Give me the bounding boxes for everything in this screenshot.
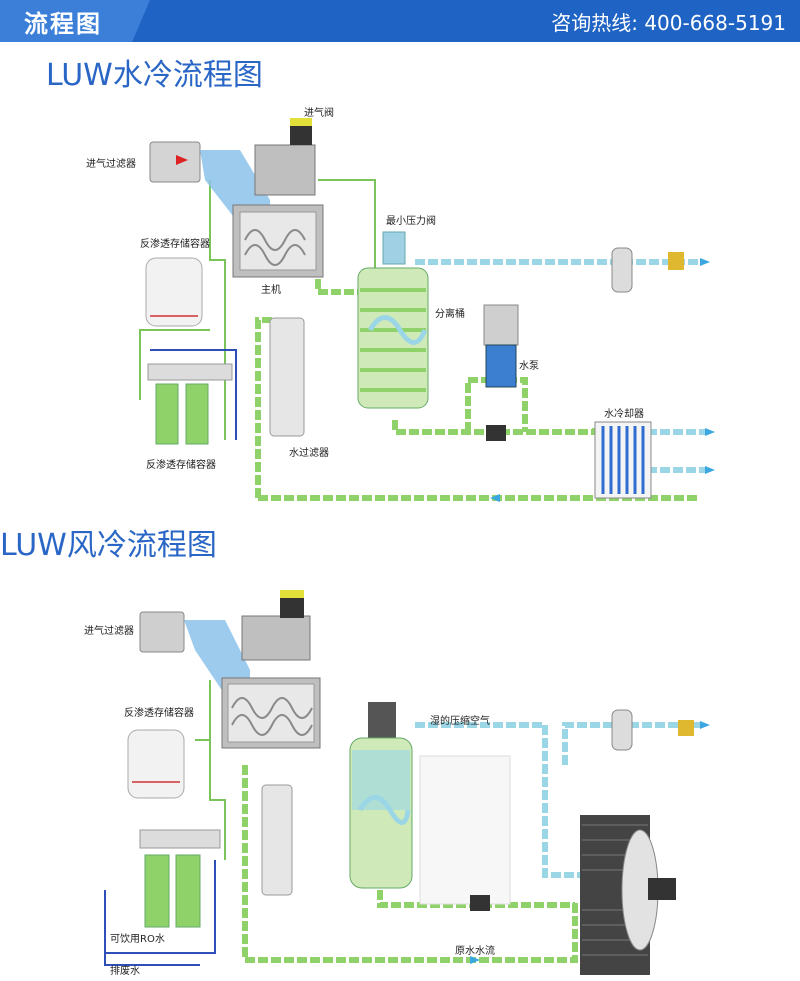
- label-water-pump: 水泵: [519, 361, 539, 372]
- label-drinkable-ro-water: 可饮用RO水: [110, 934, 165, 945]
- air-lines: [415, 259, 705, 473]
- separator-swirl-2: [357, 795, 411, 825]
- rotor-screw: [244, 229, 306, 266]
- header-tab: [0, 0, 150, 42]
- intake-valve-actuator-2: [280, 596, 304, 618]
- min-pressure-valve: [382, 231, 406, 265]
- ro-cartridge-3: [144, 854, 170, 928]
- ball-valve-2: [678, 720, 694, 736]
- header-title: 流程图: [24, 10, 102, 38]
- ball-valve: [668, 252, 684, 270]
- ro-blue-lines: [150, 349, 237, 440]
- water-filter-2: [261, 784, 293, 896]
- rotor-housing: [239, 211, 317, 271]
- intake-valve-cap-2: [280, 590, 304, 598]
- ro-manifold: [147, 363, 233, 381]
- label-intake-valve: 进气阀: [304, 108, 334, 119]
- label-water-cooler: 水冷却器: [604, 409, 644, 420]
- separator-tank: [357, 267, 429, 409]
- label-raw-water: 原水水流: [455, 946, 495, 957]
- cooler-tubes: [601, 426, 645, 494]
- rotor-housing-2: [227, 683, 315, 743]
- check-valve-2: [470, 895, 490, 911]
- ro-manifold-2: [139, 829, 221, 849]
- ro-cartridge-1: [155, 383, 179, 445]
- label-main-unit: 主机: [261, 285, 281, 296]
- label-wet-air: 湿的压缩空气: [430, 716, 490, 727]
- water-cooled-diagram: [139, 118, 715, 502]
- ro-cartridge-4: [175, 854, 201, 928]
- rotor-screw-2: [231, 697, 313, 736]
- intake-duct-2: [184, 620, 250, 695]
- raw-water-lines: [242, 765, 578, 963]
- cabinet-outline: [419, 755, 511, 905]
- intake-valve-body: [254, 144, 316, 196]
- check-valve: [486, 425, 506, 441]
- page-header: 流程图 咨询热线: 400-668-5191: [0, 0, 800, 42]
- intake-filter-2: [139, 611, 185, 653]
- min-pressure-valve-2: [368, 702, 396, 738]
- flow-arrows: [490, 258, 715, 502]
- label-ro-tank-top: 反渗透存储容器: [140, 239, 210, 250]
- intake-valve-cap: [290, 118, 312, 126]
- header-hotline: 咨询热线: 400-668-5191: [551, 11, 786, 35]
- separator-swirl: [367, 315, 428, 345]
- oil-thin-lines-2: [195, 680, 226, 860]
- label-water-filter: 水过滤器: [289, 448, 329, 459]
- flow-arrows-2: [470, 721, 710, 964]
- air-cooled-diagram: [104, 590, 710, 975]
- water-filter: [269, 317, 305, 437]
- air-lines-2: [415, 722, 700, 878]
- label-ro-tank-bottom: 反渗透存储容器: [146, 460, 216, 471]
- label-drain-water: 排废水: [110, 966, 140, 977]
- intake-valve-2: [241, 615, 311, 661]
- label-intake-filter-2: 进气过滤器: [84, 626, 134, 637]
- intake-valve-actuator: [290, 125, 312, 145]
- air-cooled-title: LUW风冷流程图: [0, 528, 217, 563]
- pump-motor: [483, 304, 519, 346]
- label-separator: 分离桶: [435, 309, 465, 320]
- label-min-pressure-valve: 最小压力阀: [386, 216, 436, 227]
- water-cooled-title: LUW水冷流程图: [46, 58, 263, 93]
- ro-cartridge-2: [185, 383, 209, 445]
- ro-tank-top: [145, 257, 203, 327]
- drain-trap-2: [611, 709, 633, 751]
- pump-body: [485, 344, 517, 388]
- drain-trap: [611, 247, 633, 293]
- label-ro-tank-2: 反渗透存储容器: [124, 708, 194, 719]
- ro-blue-lines-2: [104, 860, 216, 966]
- ro-tank-2: [127, 729, 185, 799]
- filter-arrow-icon: [176, 155, 188, 165]
- fan-motor: [648, 878, 676, 900]
- intake-filter: [149, 141, 201, 183]
- label-intake-filter: 进气过滤器: [86, 159, 136, 170]
